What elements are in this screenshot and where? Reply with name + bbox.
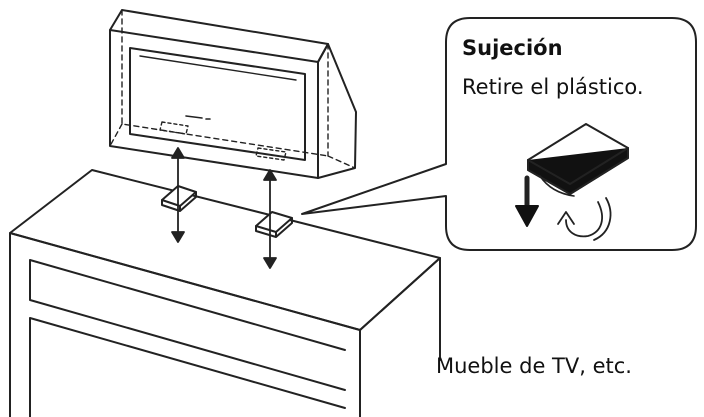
speaker-front (109, 29, 319, 179)
adhesive-pad-left (161, 185, 197, 212)
arrow-left-vertical (171, 147, 185, 243)
speaker-inner-outline (129, 47, 306, 161)
cabinet-drawer-bottom (29, 317, 346, 417)
soundbar-speaker-icon (109, 9, 357, 179)
cabinet-drawer-top (29, 259, 346, 391)
speaker-pad-mark-right (255, 147, 287, 161)
tv-cabinet (9, 169, 441, 417)
arrow-down-icon (515, 175, 539, 227)
speaker-side (317, 43, 357, 179)
arrow-right-vertical (263, 169, 277, 269)
speaker-front-inner (139, 55, 297, 81)
speaker-hidden-edges (109, 9, 356, 169)
cabinet-side (359, 257, 441, 361)
adhesive-pad-icon (527, 123, 629, 197)
callout-title: Sujeción (462, 36, 563, 60)
speaker-logo-mark (185, 115, 211, 120)
peel-arrow-icon (557, 197, 612, 241)
callout-instruction: Retire el plástico. (462, 75, 644, 99)
speaker-pad-mark-left (159, 121, 189, 135)
callout-bubble (301, 17, 697, 251)
furniture-caption: Mueble de TV, etc. (436, 354, 632, 378)
